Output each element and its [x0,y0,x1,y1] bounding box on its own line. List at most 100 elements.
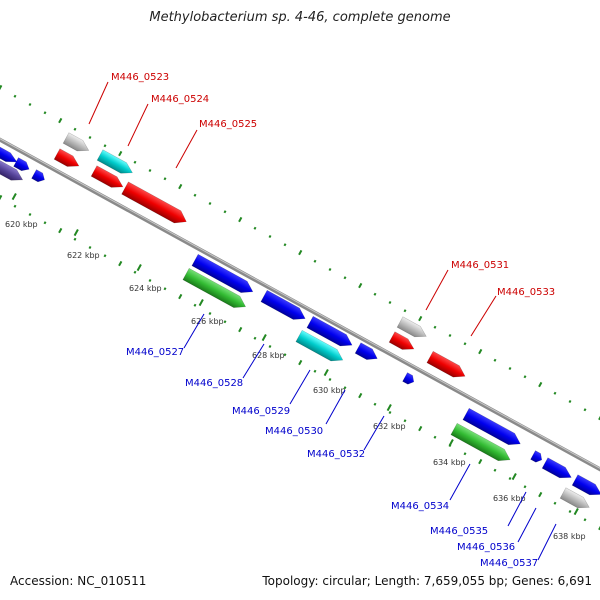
leader-line [175,129,198,169]
scale-tick [198,299,204,307]
gc-dot [388,410,392,415]
leader-line [242,343,265,379]
leader-line [183,313,205,349]
gc-dot [43,111,47,115]
gc-dot [268,344,272,349]
gc-dot [28,212,32,217]
gc-dot [118,260,123,267]
gc-dot [253,336,257,340]
scale-tick [448,439,454,447]
gc-dot [13,204,17,208]
gene-arrow [306,315,353,347]
gene-arrow [426,350,466,378]
gc-dot [178,293,183,300]
gene-arrow [96,149,133,174]
leader-line [537,523,557,561]
leader-line [325,389,346,425]
gc-dot [313,369,317,373]
gc-dot [508,366,512,371]
scale-label: 632 kbp [373,422,406,431]
gc-dot [0,84,3,91]
gc-dot [433,325,437,329]
scale-tick [323,369,329,377]
scale-tick [136,264,142,272]
gc-dot [388,300,392,305]
gene-label-bottom: M446_0536 [457,542,515,553]
gc-dot [373,292,377,296]
gene-label-bottom: M446_0534 [391,501,449,512]
gc-dot [313,259,317,263]
leader-line [449,463,471,501]
gc-dot [328,377,332,382]
leader-line [517,507,537,543]
gc-dot [553,501,557,505]
gene-label-bottom: M446_0530 [265,426,323,437]
gene-arrow [62,132,90,152]
gc-dot [568,399,572,404]
scale-label: 624 kbp [129,284,162,293]
gene-label-top: M446_0525 [199,119,257,130]
gc-dot [418,425,423,432]
gc-dot [343,386,347,390]
gc-dot [538,381,543,388]
gc-dot [58,227,63,234]
gc-dot [328,267,332,272]
gc-dot [58,117,63,124]
gc-dot [298,249,303,256]
gc-dot [13,94,17,98]
gene-arrow [354,342,378,360]
scale-tick [511,473,517,481]
gene-arrow [388,331,415,350]
gc-dot [553,391,557,395]
gene-arrow [396,316,427,338]
gc-dot [283,243,287,247]
gc-dot [28,102,32,107]
gc-dot [193,193,197,197]
leader-line [507,491,527,527]
gc-dot [493,468,497,472]
gene-label-top: M446_0524 [151,94,209,105]
gene-arrow [541,457,572,479]
gc-dot [88,245,92,250]
gene-arrow [450,422,511,461]
scale-label: 628 kbp [252,351,285,360]
gc-dot [343,276,347,280]
gc-dot [448,333,452,338]
gene-arrow [90,165,124,188]
gc-dot [418,315,423,322]
gc-dotted-track-top [0,84,600,421]
gene-arrow [121,181,187,224]
gene-label-top: M446_0523 [111,72,169,83]
gc-dot [103,254,107,258]
leader-line [363,415,385,451]
gene-labels: M446_0523M446_0524M446_0525M446_0531M446… [111,72,555,569]
gc-dot [358,282,363,289]
scale-tick [73,229,79,237]
gc-dot [598,524,600,531]
gene-arrow [571,474,600,496]
gene-label-bottom: M446_0528 [185,378,243,389]
gc-dot [433,435,437,439]
gc-dot [73,237,77,241]
gc-dot [403,309,407,313]
leader-line [289,369,311,405]
gc-dot [598,414,600,421]
scale-label: 626 kbp [191,317,224,326]
scale-tick [573,508,579,516]
scale-label: 620 kbp [5,220,38,229]
gc-dot [178,183,183,190]
gene-label-bottom: M446_0529 [232,406,290,417]
gc-dot [208,311,212,316]
gene-arrow [530,450,543,463]
gc-dot [373,402,377,406]
scale-label: 634 kbp [433,458,466,467]
gc-dot [523,375,527,379]
gc-dot [223,320,227,324]
gc-dot [583,518,587,522]
gc-dot [148,278,152,283]
leader-line [88,81,109,125]
gc-dot [73,127,77,131]
scale-label: 636 kbp [493,494,526,503]
gene-label-bottom: M446_0535 [430,526,488,537]
gene-arrow [13,157,30,171]
